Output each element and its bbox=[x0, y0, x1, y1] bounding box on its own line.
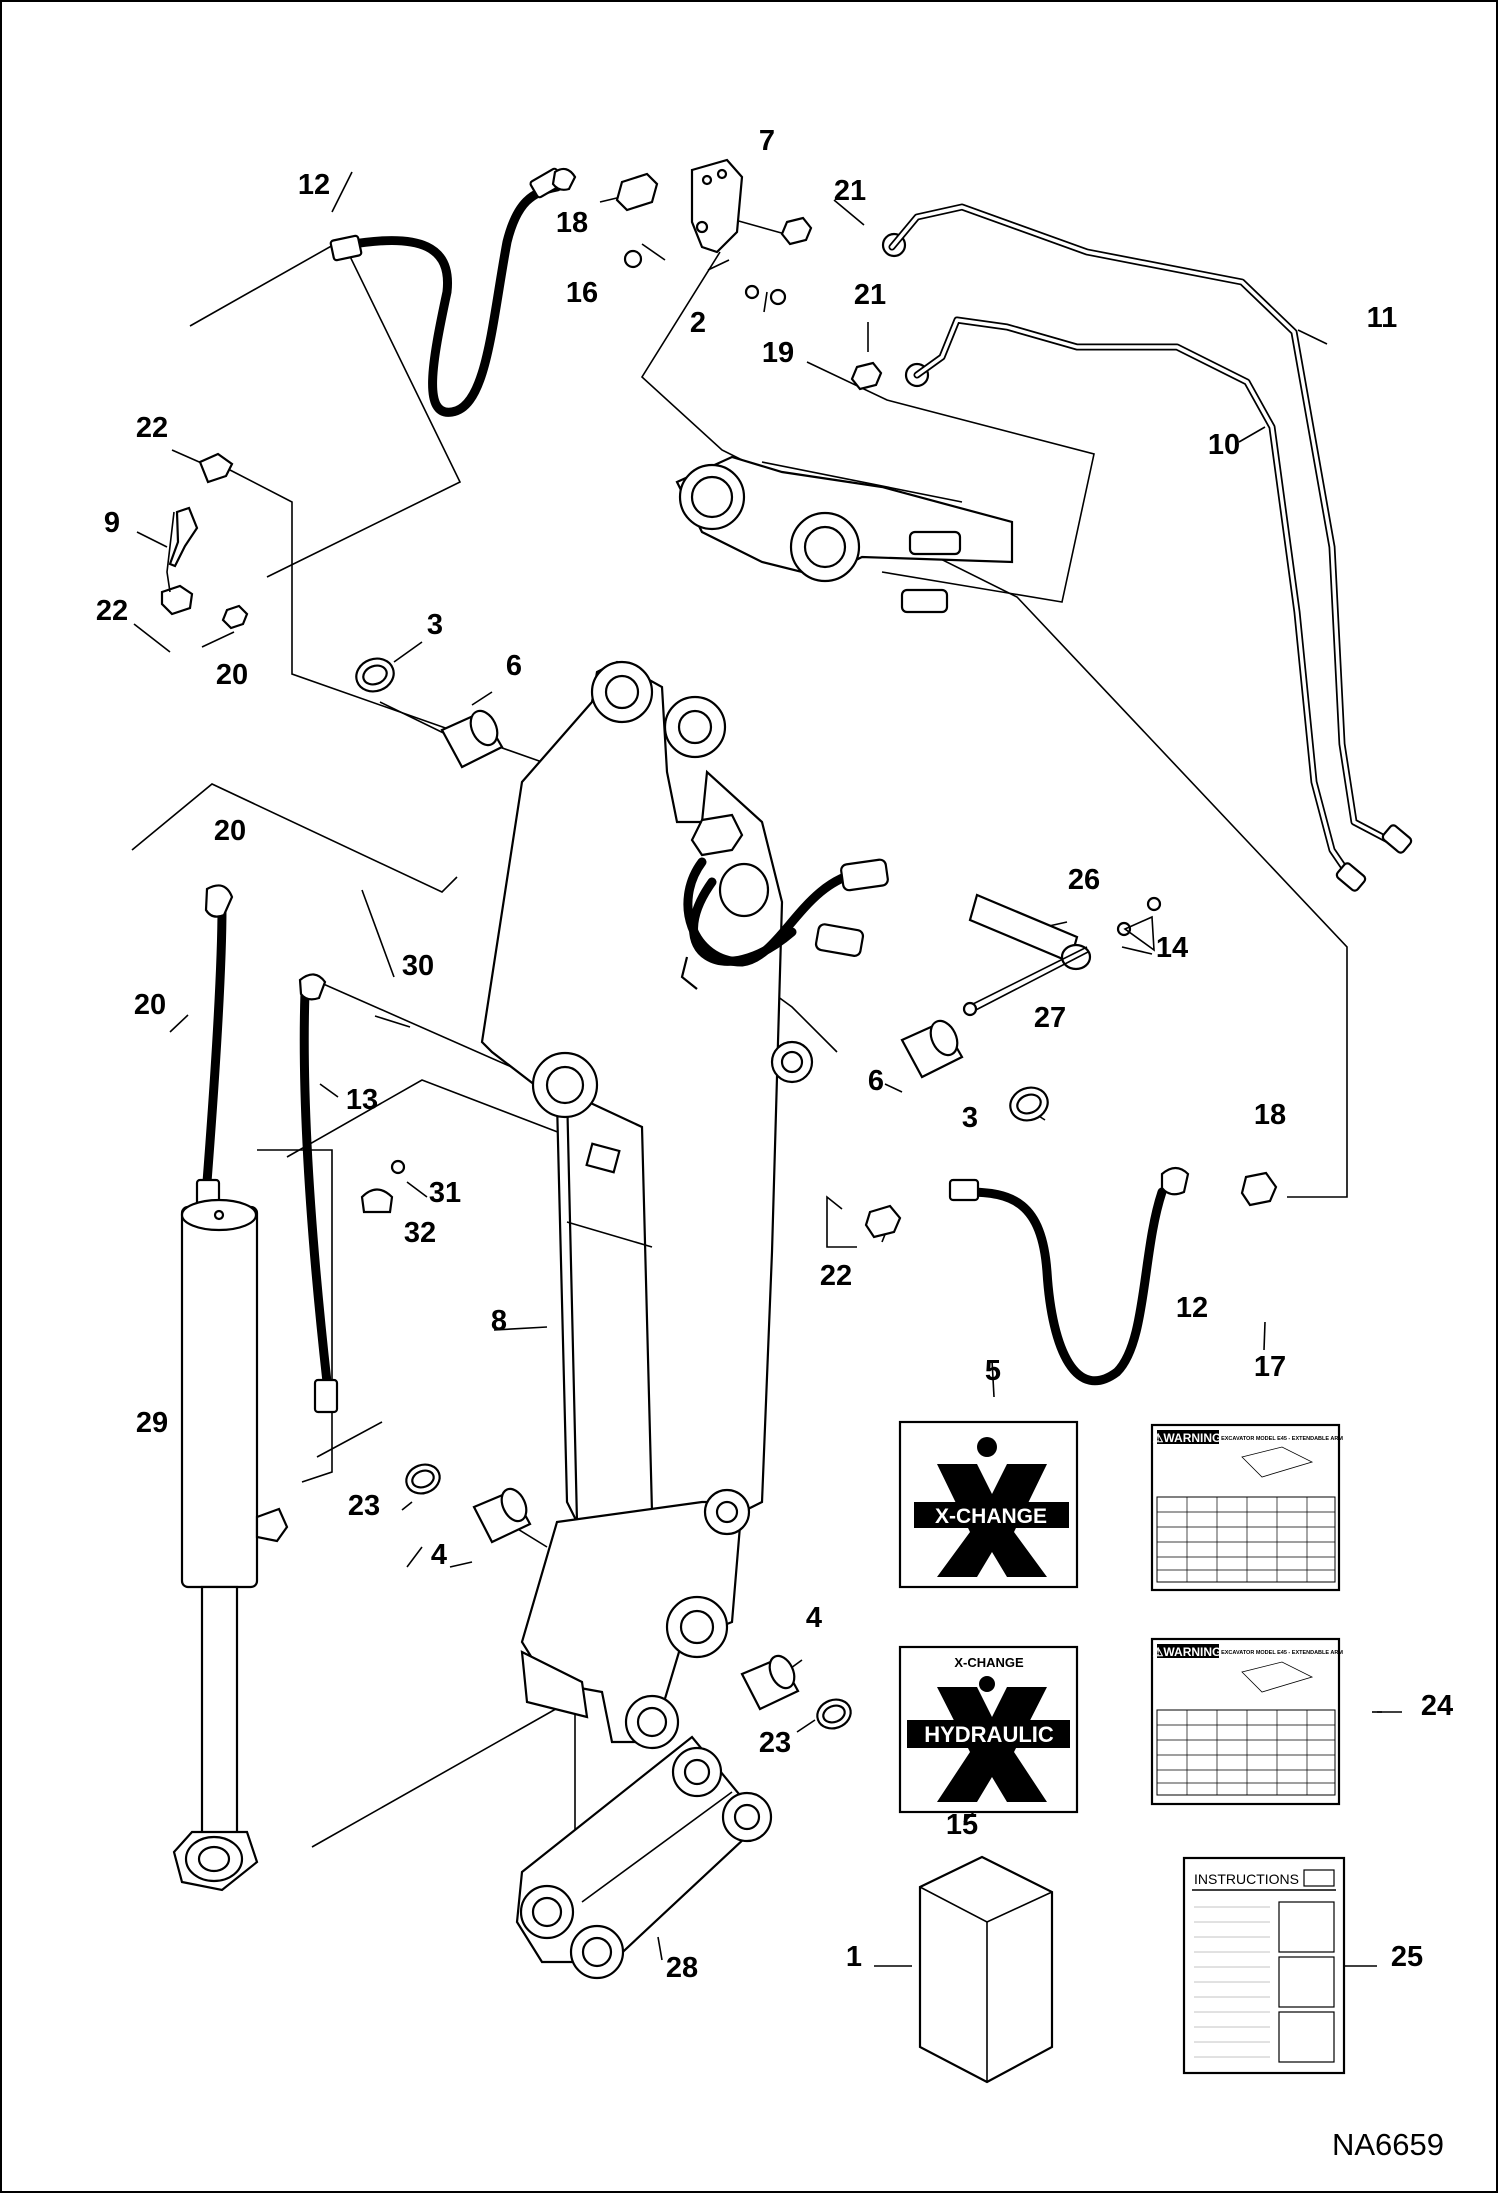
callout-20: 20 bbox=[134, 989, 166, 1021]
callout-23: 23 bbox=[348, 1490, 380, 1522]
arm-assembly-8 bbox=[480, 660, 889, 1750]
callout-2: 2 bbox=[690, 307, 706, 339]
fitting-assembly-9 bbox=[160, 452, 249, 630]
callout-17: 17 bbox=[1254, 1351, 1286, 1383]
decal-hydraulic-15: HYDRAULIC X-CHANGE bbox=[898, 1645, 1079, 1814]
callout-24: 24 bbox=[1421, 1690, 1453, 1722]
seals-and-bushings bbox=[355, 657, 1049, 1730]
callout-1: 1 bbox=[846, 1941, 862, 1973]
callout-28: 28 bbox=[666, 1952, 698, 1984]
callout-15: 15 bbox=[946, 1809, 978, 1841]
callout-12: 12 bbox=[1176, 1292, 1208, 1324]
callout-26: 26 bbox=[1068, 864, 1100, 896]
callout-8: 8 bbox=[491, 1305, 507, 1337]
callout-27: 27 bbox=[1034, 1002, 1066, 1034]
hydraulic-main-text: HYDRAULIC bbox=[924, 1722, 1054, 1747]
callout-19: 19 bbox=[762, 337, 794, 369]
warning-17-title: ⚠WARNING bbox=[1153, 1431, 1222, 1445]
clamp-31-32 bbox=[360, 1159, 406, 1214]
callout-11: 11 bbox=[1367, 302, 1398, 334]
callout-18: 18 bbox=[556, 207, 588, 239]
hose-12-top bbox=[329, 167, 577, 417]
callout-3: 3 bbox=[427, 609, 443, 641]
kit-box-1 bbox=[918, 1855, 1054, 2084]
decal-warning-17: ⚠WARNING EXCAVATOR MODEL E45 - EXTENDABL… bbox=[1150, 1423, 1343, 1592]
decal-warning-24: ⚠WARNING EXCAVATOR MODEL E45 - EXTENDABL… bbox=[1150, 1637, 1343, 1806]
callout-32: 32 bbox=[404, 1217, 436, 1249]
callout-4: 4 bbox=[431, 1539, 447, 1571]
pin-and-bolts bbox=[962, 893, 1162, 1017]
callout-21: 21 bbox=[834, 175, 866, 207]
drawing-id-label: NA6659 bbox=[1331, 2127, 1444, 2162]
callout-21: 21 bbox=[854, 279, 886, 311]
steel-lines-10-11 bbox=[888, 203, 1413, 892]
callout-22: 22 bbox=[136, 412, 168, 444]
callout-7: 7 bbox=[759, 125, 775, 157]
callout-22: 22 bbox=[820, 1260, 852, 1292]
callout-22: 22 bbox=[96, 595, 128, 627]
callout-30: 30 bbox=[402, 950, 434, 982]
callout-labels: 1271821162192111102292220362030261420132… bbox=[96, 125, 1453, 1984]
callout-16: 16 bbox=[566, 277, 598, 309]
callout-4: 4 bbox=[806, 1602, 822, 1634]
warning-24-subtitle: EXCAVATOR MODEL E45 - EXTENDABLE ARM bbox=[1221, 1650, 1343, 1656]
callout-29: 29 bbox=[136, 1407, 168, 1439]
link-28 bbox=[515, 1735, 773, 1980]
decal-x-change-5: X-CHANGE bbox=[898, 1420, 1079, 1589]
hydraulic-top-text: X-CHANGE bbox=[954, 1655, 1024, 1670]
callout-31: 31 bbox=[429, 1177, 461, 1209]
warning-24-title: ⚠WARNING bbox=[1153, 1645, 1222, 1659]
hoses-lower bbox=[195, 884, 1278, 1414]
callout-9: 9 bbox=[104, 507, 120, 539]
instructions-manual-25: INSTRUCTIONS bbox=[1182, 1856, 1346, 2075]
callout-14: 14 bbox=[1156, 932, 1188, 964]
callout-3: 3 bbox=[962, 1102, 978, 1134]
arm-head-inset bbox=[675, 455, 1014, 614]
callout-25: 25 bbox=[1391, 1941, 1423, 1973]
callout-13: 13 bbox=[346, 1084, 378, 1116]
cylinder-29 bbox=[172, 1198, 289, 1892]
callout-23: 23 bbox=[759, 1727, 791, 1759]
callout-20: 20 bbox=[214, 815, 246, 847]
callout-10: 10 bbox=[1208, 429, 1240, 461]
callout-20: 20 bbox=[216, 659, 248, 691]
callout-18: 18 bbox=[1254, 1099, 1286, 1131]
callout-12: 12 bbox=[298, 169, 330, 201]
callout-5: 5 bbox=[985, 1355, 1001, 1387]
instructions-title: INSTRUCTIONS bbox=[1194, 1871, 1299, 1887]
callout-6: 6 bbox=[506, 650, 522, 682]
x-change-brand-text: X-CHANGE bbox=[935, 1505, 1047, 1528]
warning-17-subtitle: EXCAVATOR MODEL E45 - EXTENDABLE ARM bbox=[1221, 1436, 1343, 1442]
callout-6: 6 bbox=[868, 1065, 884, 1097]
